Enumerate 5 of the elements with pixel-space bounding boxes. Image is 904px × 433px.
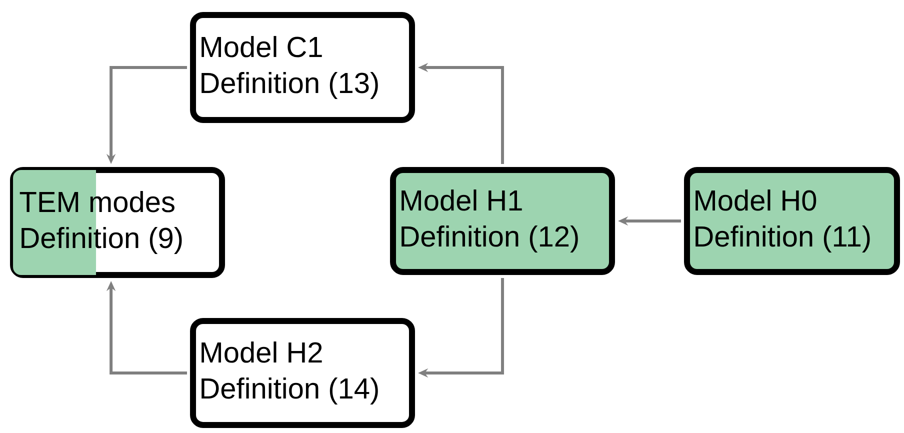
definition-box: Model H2 Definition (14) — [190, 318, 415, 428]
definition-box: Model C1 Definition (13) — [190, 12, 415, 123]
definition-box: Model H1 Definition (12) — [390, 167, 615, 275]
definition-box: TEM modes Definition (9) — [10, 167, 225, 278]
definition-box: Model H0 Definition (11) — [684, 167, 900, 275]
